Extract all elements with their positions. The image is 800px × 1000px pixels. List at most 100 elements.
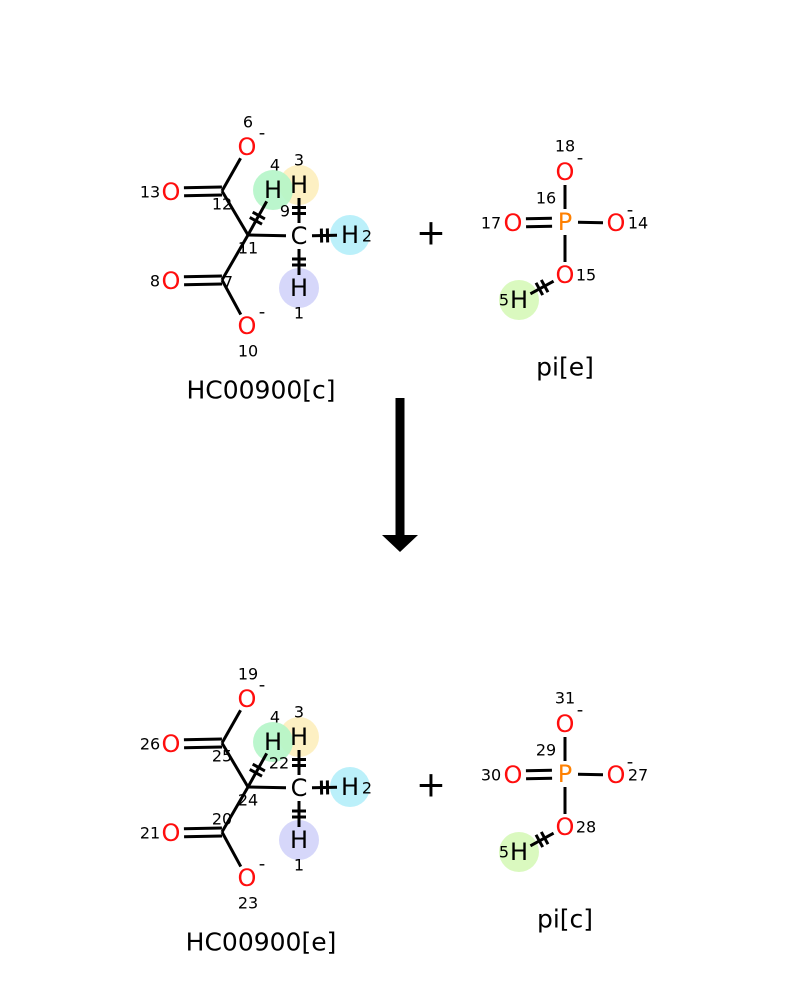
atom-index-label: 31 xyxy=(555,689,575,708)
double-bond xyxy=(526,776,553,781)
atom-index-label: 17 xyxy=(481,214,501,233)
atom-highlight xyxy=(279,820,319,860)
single-bond xyxy=(246,752,268,788)
atom-o: O xyxy=(162,178,181,206)
single-bond xyxy=(529,279,555,296)
plus-sign-bottom: + xyxy=(416,765,446,806)
bond-tick-mark xyxy=(534,282,545,296)
double-bond xyxy=(184,834,223,839)
atom-index-label: 3 xyxy=(294,703,304,722)
atom-h: H xyxy=(264,728,282,756)
atom-h: H xyxy=(290,826,308,854)
atom-index-label: 19 xyxy=(238,665,258,684)
single-bond xyxy=(220,742,250,788)
atom-index-label: 25 xyxy=(212,747,232,766)
atom-index-label: 1 xyxy=(294,856,304,875)
single-bond xyxy=(220,234,250,281)
atom-o: O xyxy=(504,761,523,789)
double-bond xyxy=(183,826,222,831)
atom-o: O xyxy=(238,864,257,892)
single-bond xyxy=(247,233,287,238)
atom-index-label: 18 xyxy=(555,137,575,156)
bond-tick-mark xyxy=(249,768,263,778)
charge-label: - xyxy=(577,148,584,169)
atom-o: O xyxy=(238,685,257,713)
atom-index-label: 12 xyxy=(212,195,232,214)
atom-h: H xyxy=(341,773,359,801)
atom-index-label: 4 xyxy=(270,708,280,727)
charge-label: - xyxy=(259,123,266,144)
atom-o: O xyxy=(556,710,575,738)
atom-o: O xyxy=(162,819,181,847)
atom-h: H xyxy=(341,221,359,249)
double-bond xyxy=(183,185,222,190)
atom-h: H xyxy=(510,838,528,866)
atom-index-label: 3 xyxy=(294,151,304,170)
atom-index-label: 26 xyxy=(140,735,160,754)
single-bond xyxy=(220,279,243,316)
charge-label: - xyxy=(259,854,266,875)
atom-o: O xyxy=(162,730,181,758)
atom-o: O xyxy=(556,813,575,841)
atom-index-label: 27 xyxy=(628,766,648,785)
atom-index-label: 5 xyxy=(499,843,509,862)
bond-tick-mark xyxy=(539,279,550,293)
single-bond xyxy=(220,786,250,833)
atom-h: H xyxy=(510,286,528,314)
atom-index-label: 23 xyxy=(238,894,258,913)
atom-index-label: 29 xyxy=(536,741,556,760)
atom-index-label: 11 xyxy=(238,239,258,258)
atom-index-label: 14 xyxy=(628,214,648,233)
molecule-name: pi[e] xyxy=(536,353,594,382)
molecule-name: HC00900[e] xyxy=(186,928,337,957)
atom-o: O xyxy=(504,209,523,237)
atom-o: O xyxy=(607,209,626,237)
single-bond xyxy=(247,785,287,790)
charge-label: - xyxy=(577,700,584,721)
atom-index-label: 21 xyxy=(140,824,160,843)
atom-h: H xyxy=(264,176,282,204)
atom-index-label: 15 xyxy=(576,266,596,285)
double-bond xyxy=(184,193,223,198)
charge-label: - xyxy=(259,302,266,323)
atom-index-label: 7 xyxy=(223,273,233,292)
atom-index-label: 13 xyxy=(140,183,160,202)
bond-tick-mark xyxy=(251,210,266,221)
atom-o: O xyxy=(238,312,257,340)
atom-p: P xyxy=(558,208,572,236)
atom-h: H xyxy=(290,171,308,199)
single-bond xyxy=(220,157,242,192)
single-bond xyxy=(246,200,268,236)
bond-tick-mark xyxy=(249,216,263,226)
atom-o: O xyxy=(162,267,181,295)
atom-h: H xyxy=(290,274,308,302)
single-bond xyxy=(220,190,250,236)
atom-index-label: 6 xyxy=(243,113,253,132)
reaction-arrow xyxy=(382,398,418,552)
atom-highlight xyxy=(253,170,293,210)
double-bond xyxy=(183,274,222,279)
bond-tick-mark xyxy=(539,831,550,845)
atom-p: P xyxy=(558,760,572,788)
atom-c: C xyxy=(291,774,308,802)
bond-tick-mark xyxy=(251,762,266,773)
atom-index-label: 24 xyxy=(238,791,258,810)
atom-highlight xyxy=(279,268,319,308)
atom-h: H xyxy=(290,723,308,751)
atom-highlight xyxy=(499,832,539,872)
atom-highlight xyxy=(330,215,370,255)
single-bond xyxy=(220,709,242,744)
arrow-head xyxy=(382,535,418,552)
molecule-name: pi[c] xyxy=(537,905,593,934)
bond-tick-mark xyxy=(534,834,545,848)
atom-index-label: 20 xyxy=(212,810,232,829)
atom-index-label: 4 xyxy=(270,156,280,175)
atom-highlight xyxy=(330,767,370,807)
